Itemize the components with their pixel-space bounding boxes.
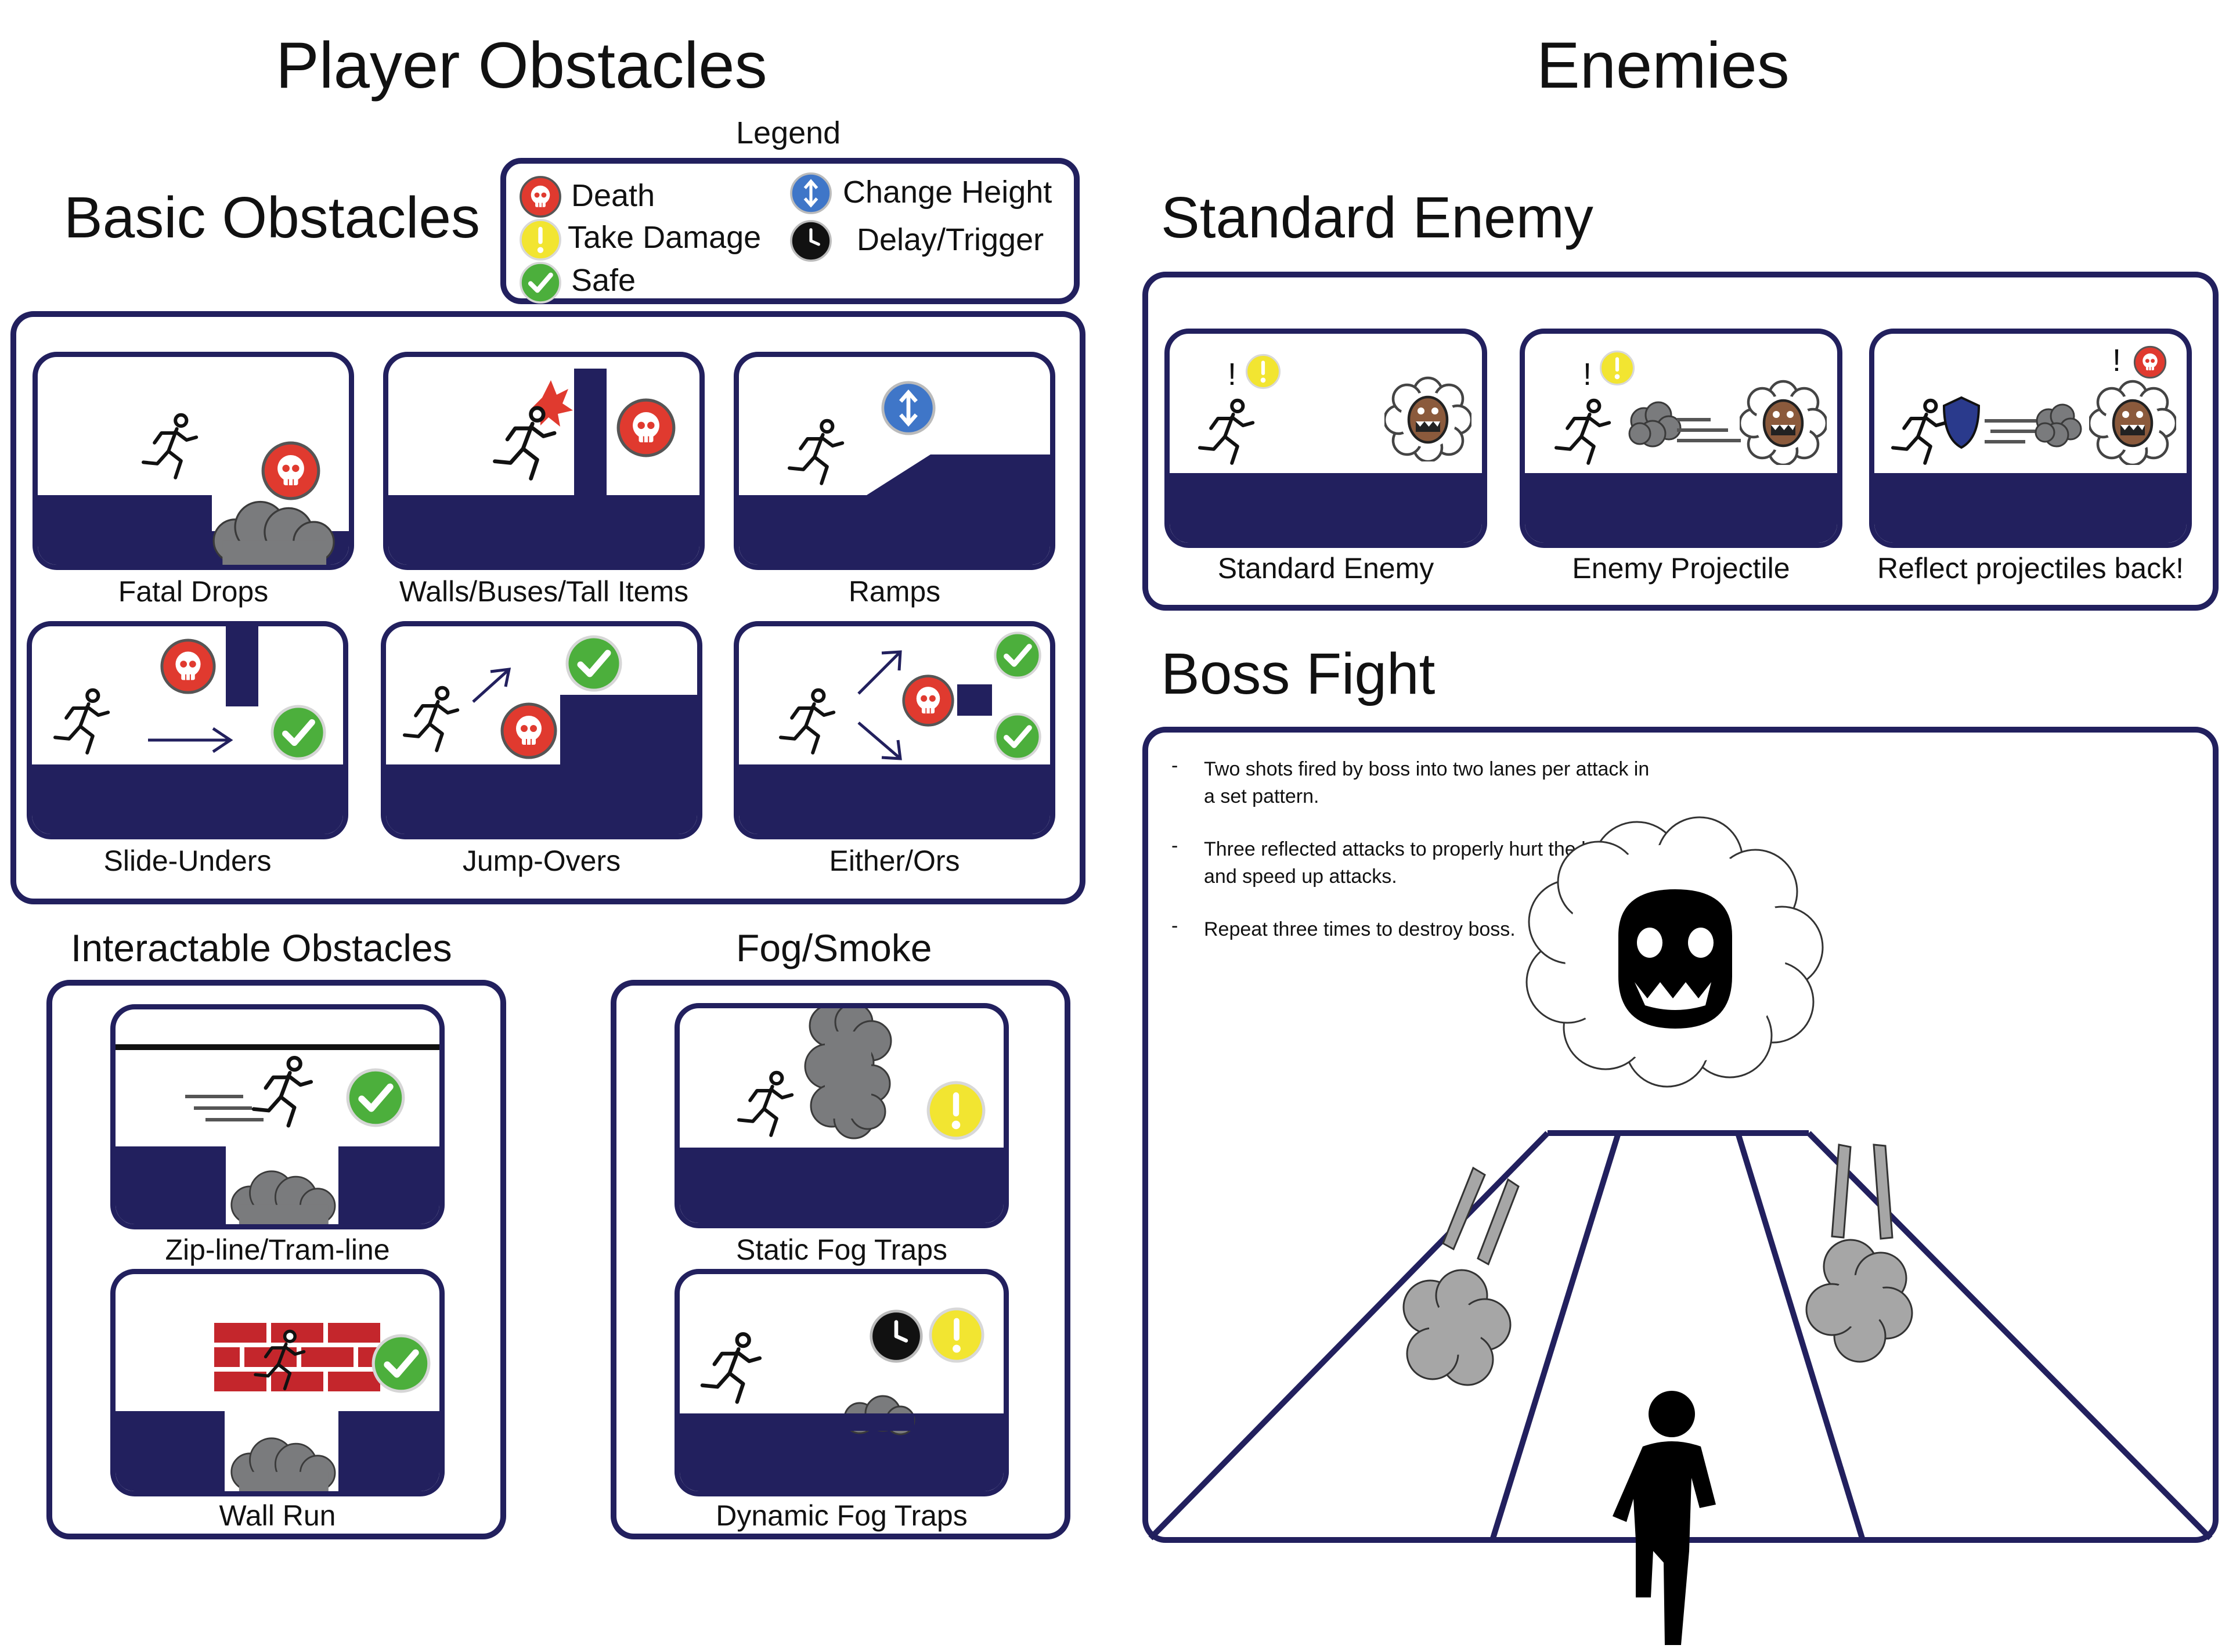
legend-item-delay-trigger: Delay/Trigger bbox=[857, 222, 1044, 257]
enemy-projectile-label: Enemy Projectile bbox=[1572, 552, 1790, 585]
up-down-arrow-icon bbox=[881, 380, 936, 436]
slide-unders-label: Slide-Unders bbox=[103, 845, 272, 877]
skull-icon bbox=[616, 398, 676, 458]
dynamic-fog-label: Dynamic Fog Traps bbox=[716, 1499, 968, 1532]
legend-item-change-height: Change Height bbox=[843, 175, 1052, 210]
svg-text:!: ! bbox=[2112, 343, 2121, 378]
boss-note-1: Two shots fired by boss into two lanes p… bbox=[1204, 758, 1650, 807]
exclamation-icon bbox=[926, 1080, 986, 1141]
exclamation-icon bbox=[519, 218, 562, 261]
check-icon bbox=[993, 712, 1042, 761]
player-silhouette bbox=[1613, 1391, 1716, 1645]
fatal-drops-label: Fatal Drops bbox=[118, 575, 269, 608]
ramps-panel bbox=[734, 352, 1055, 570]
wall-run-label: Wall Run bbox=[219, 1499, 336, 1532]
skull-icon bbox=[500, 702, 558, 760]
standard-enemy-label: Standard Enemy bbox=[1217, 552, 1434, 585]
boss-fight-title: Boss Fight bbox=[1161, 641, 1435, 706]
check-icon bbox=[565, 634, 623, 692]
skull-icon bbox=[519, 175, 562, 218]
note-bullet: - bbox=[1171, 755, 1178, 777]
jump-overs-label: Jump-Overs bbox=[462, 845, 621, 877]
reflect-projectiles-label: Reflect projectiles back! bbox=[1877, 552, 2184, 585]
wall-run-panel bbox=[110, 1269, 445, 1496]
static-fog-label: Static Fog Traps bbox=[735, 1233, 948, 1266]
dynamic-fog-panel bbox=[675, 1269, 1009, 1496]
check-icon bbox=[519, 261, 562, 304]
legend-box: Death Take Damage Safe Change Height Del… bbox=[500, 158, 1080, 304]
interactable-obstacles-title: Interactable Obstacles bbox=[71, 926, 452, 969]
static-fog-panel bbox=[675, 1003, 1009, 1228]
enemies-title: Enemies bbox=[1537, 29, 1790, 102]
note-bullet: - bbox=[1171, 915, 1178, 937]
check-icon bbox=[371, 1333, 431, 1394]
basic-obstacles-title: Basic Obstacles bbox=[64, 185, 480, 250]
ramps-label: Ramps bbox=[848, 575, 941, 608]
skull-icon bbox=[261, 441, 321, 501]
standard-enemy-panel: ! bbox=[1164, 329, 1487, 548]
fatal-drops-panel bbox=[33, 352, 354, 570]
skull-icon bbox=[901, 674, 955, 727]
legend-title: Legend bbox=[736, 116, 841, 150]
exclamation-icon bbox=[1599, 350, 1635, 386]
check-icon bbox=[345, 1067, 406, 1128]
legend-item-safe: Safe bbox=[571, 263, 636, 298]
walls-label: Walls/Buses/Tall Items bbox=[399, 575, 689, 608]
svg-text:!: ! bbox=[1228, 357, 1236, 392]
boss-note-2: Three reflected attacks to properly hurt… bbox=[1204, 838, 1623, 888]
either-ors-label: Either/Ors bbox=[829, 845, 960, 877]
exclamation-icon bbox=[928, 1307, 985, 1364]
zip-line-label: Zip-line/Tram-line bbox=[165, 1233, 390, 1266]
either-ors-panel bbox=[734, 621, 1055, 839]
skull-icon bbox=[160, 638, 217, 695]
boss-note-3: Repeat three times to destroy boss. bbox=[1204, 918, 1516, 940]
slide-unders-panel bbox=[27, 621, 348, 839]
walls-panel bbox=[383, 352, 705, 570]
svg-text:!: ! bbox=[1583, 357, 1592, 392]
clock-icon bbox=[789, 219, 832, 262]
exclamation-icon bbox=[1245, 354, 1281, 389]
check-icon bbox=[993, 631, 1042, 680]
up-down-arrow-icon bbox=[789, 172, 832, 215]
check-icon bbox=[270, 704, 327, 761]
fog-smoke-title: Fog/Smoke bbox=[736, 926, 932, 969]
player-obstacles-title: Player Obstacles bbox=[276, 29, 767, 102]
boss-icon bbox=[1525, 816, 1824, 1088]
legend-item-take-damage: Take Damage bbox=[568, 220, 762, 255]
legend-item-death: Death bbox=[571, 178, 655, 213]
zip-line-panel bbox=[110, 1004, 445, 1229]
jump-overs-panel bbox=[381, 621, 702, 839]
note-bullet: - bbox=[1171, 835, 1178, 857]
boss-arena bbox=[1148, 816, 2213, 1645]
standard-enemy-title: Standard Enemy bbox=[1161, 185, 1593, 250]
reflect-projectiles-panel: ! bbox=[1869, 329, 2192, 548]
enemy-projectile-panel: ! bbox=[1520, 329, 1842, 548]
skull-icon bbox=[2133, 345, 2167, 379]
clock-icon bbox=[869, 1309, 924, 1364]
